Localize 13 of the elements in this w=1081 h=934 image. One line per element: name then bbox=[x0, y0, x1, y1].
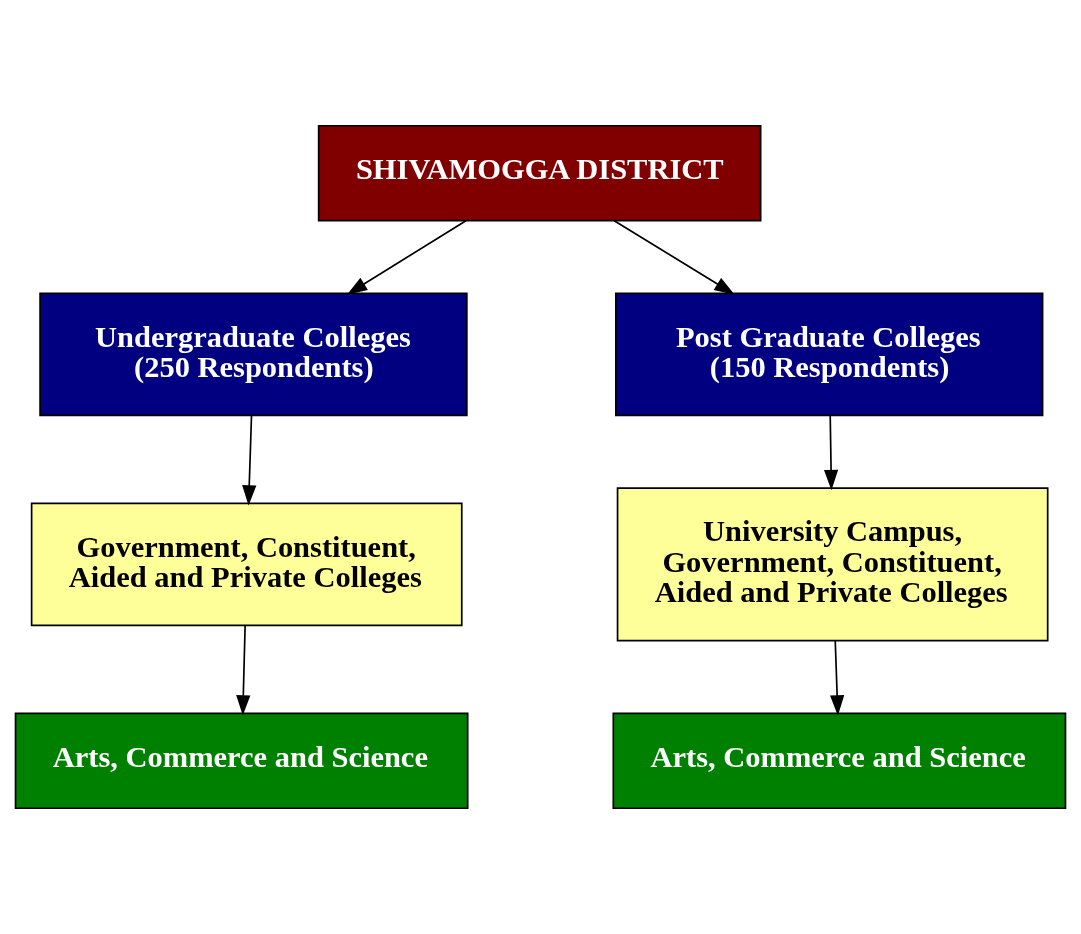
node-box: Arts, Commerce and Science bbox=[14, 712, 469, 810]
arrow bbox=[346, 219, 467, 295]
arrow bbox=[830, 639, 845, 716]
arrow bbox=[613, 219, 735, 295]
node-box: Arts, Commerce and Science bbox=[612, 712, 1067, 810]
node-box: SHIVAMOGGA DISTRICT bbox=[317, 124, 762, 222]
node-box: Undergraduate Colleges (250 Respondents) bbox=[39, 292, 468, 417]
arrow bbox=[242, 415, 257, 506]
node-box: Post Graduate Colleges (150 Respondents) bbox=[615, 292, 1044, 417]
arrow bbox=[236, 624, 251, 716]
node-box: University Campus, Government, Constituent, Aided and Private Colleges bbox=[616, 487, 1049, 642]
arrow bbox=[823, 415, 839, 491]
node-box: Government, Constituent, Aided and Private Colleges bbox=[30, 502, 463, 627]
